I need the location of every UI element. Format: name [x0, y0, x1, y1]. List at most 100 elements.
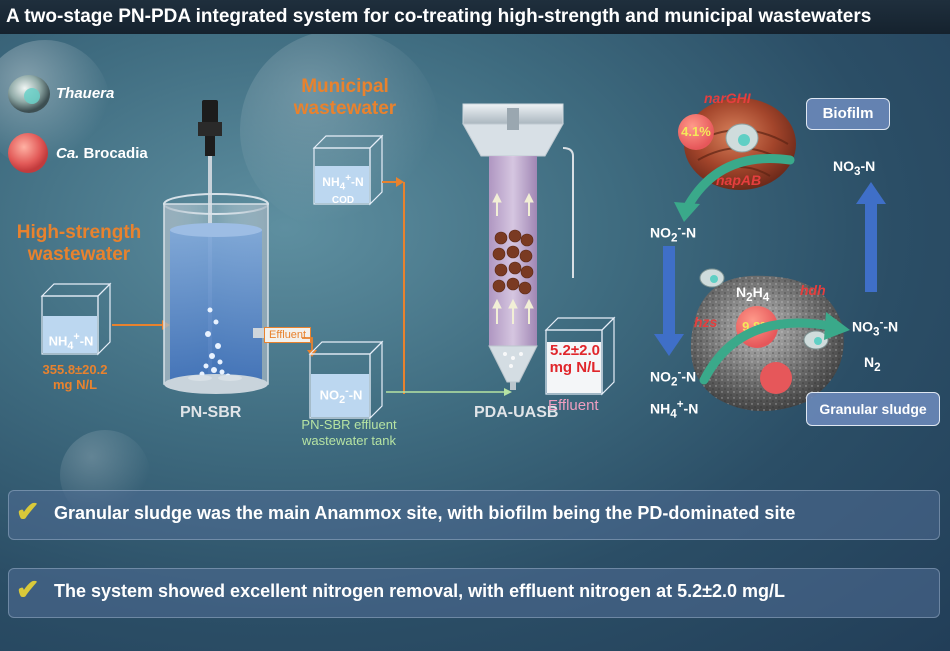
- brocadia-icon: [8, 133, 48, 173]
- n2-text: N: [864, 354, 875, 370]
- effluent-pipe: [253, 328, 267, 338]
- pda-uasb-label: PDA-UASB: [474, 404, 559, 421]
- tank-cube-label: NO2--N: [311, 385, 371, 406]
- conclusion-panel-1: [8, 490, 940, 540]
- uasb-effluent-label: Effluent: [548, 397, 599, 414]
- high-strength-line2: wastewater: [27, 244, 131, 265]
- high-strength-value-line2: mg N/L: [52, 377, 98, 392]
- nh4-sup: +: [73, 331, 80, 343]
- n2-label: N2: [864, 354, 881, 374]
- no2-bottom-sup: -: [677, 366, 682, 379]
- gene-narghi: narGHI: [704, 90, 751, 106]
- no3-right-sub: 3: [873, 325, 880, 339]
- no2-left-tail: -N: [681, 224, 697, 241]
- municipal-line1: Municipal: [301, 76, 389, 97]
- legend-brocadia-prefix: Ca.: [56, 145, 80, 162]
- gene-napab: napAB: [716, 172, 762, 188]
- n2h4-n: N: [736, 284, 747, 300]
- no3-right-text: NO: [852, 318, 873, 335]
- legend-thauera-label: Thauera: [56, 85, 115, 102]
- pn-sbr-reactor: [163, 100, 269, 394]
- municipal-nh4-text: NH: [322, 175, 340, 189]
- nh4-bottom-text: NH: [650, 400, 671, 417]
- municipal-nh4-sub: 4: [339, 181, 346, 193]
- n2h4-label: N2H4: [736, 284, 769, 304]
- municipal-cube-label: NH4+-N COD: [315, 172, 371, 208]
- tank-label-line2: wastewater tank: [302, 433, 396, 448]
- no3-top-text: NO: [833, 158, 854, 174]
- municipal-flow-line: [382, 177, 405, 394]
- tank-no2-sup: -: [345, 385, 349, 397]
- arrow-tank-to-uasb: [386, 388, 512, 396]
- uasb-effluent-cube: [544, 316, 616, 396]
- curved-arrow-granular: [699, 312, 850, 385]
- no3-top-label: NO3-N: [833, 158, 875, 178]
- no3-right-tail: -N: [883, 318, 899, 335]
- gene-hzs: hzs: [694, 314, 718, 330]
- check-icon: ✔: [16, 574, 40, 605]
- down-arrow-left: [654, 246, 684, 356]
- no2-bottom-text: NO: [650, 368, 671, 385]
- effluent-value-line2: mg N/L: [549, 359, 601, 376]
- high-strength-cube: [40, 282, 112, 356]
- no3-right-sup: -: [879, 316, 884, 329]
- granular-sludge-box-label: Granular sludge: [806, 392, 940, 426]
- no2-left-sub: 2: [671, 231, 678, 245]
- page-title: A two-stage PN-PDA integrated system for…: [6, 6, 872, 27]
- curved-arrow-biofilm: [674, 154, 795, 222]
- up-arrow-right: [856, 182, 886, 292]
- biofilm-percentage: 4.1%: [678, 114, 714, 150]
- no2-bottom-tail: -N: [681, 368, 697, 385]
- title-bar: [0, 0, 950, 34]
- municipal-line2: wastewater: [293, 98, 397, 119]
- n2h4-h: H: [752, 284, 763, 300]
- high-strength-wastewater-label: High-strength wastewater: [4, 222, 154, 266]
- no2-bottom-label: NO2--N: [650, 366, 696, 388]
- municipal-wastewater-label: Municipal wastewater: [290, 76, 400, 120]
- pn-sbr-label: PN-SBR: [180, 404, 242, 421]
- tank-label-line1: PN-SBR effluent: [301, 417, 397, 432]
- n2h4-sub2: 4: [762, 290, 770, 304]
- effluent-tag: Effluent: [264, 327, 312, 343]
- tank-no2-sub: 2: [339, 393, 346, 406]
- no2-left-label: NO2--N: [650, 222, 696, 244]
- municipal-nh4-tail: -N: [351, 175, 364, 189]
- no2-left-sup: -: [677, 222, 682, 235]
- no3-top-tail: -N: [860, 158, 876, 174]
- tank-label: PN-SBR effluent wastewater tank: [284, 417, 414, 449]
- nh4-bottom-label: NH4+-N: [650, 398, 698, 420]
- uasb-effluent-value: 5.2±2.0 mg N/L: [545, 342, 605, 376]
- no2-bottom-sub: 2: [671, 375, 678, 389]
- conclusion-panel-2: [8, 568, 940, 618]
- n2h4-sub1: 2: [746, 290, 753, 304]
- effluent-value-line1: 5.2±2.0: [550, 342, 600, 359]
- pn-sbr-effluent-tank: [308, 340, 384, 420]
- biofilm-box-label: Biofilm: [806, 98, 890, 130]
- tank-no2-text: NO: [319, 387, 340, 403]
- thauera-icon: [8, 75, 50, 113]
- legend-brocadia-suffix: Brocadia: [79, 145, 148, 162]
- nh4-sub: 4: [67, 339, 74, 352]
- high-strength-concentration: 355.8±20.2 mg N/L: [30, 362, 120, 392]
- biofilm-illustration: [684, 98, 796, 190]
- nh4-bottom-sub: 4: [670, 407, 677, 421]
- n2-sub: 2: [874, 360, 881, 374]
- no3-top-sub: 3: [854, 164, 861, 178]
- conclusion-text-1: Granular sludge was the main Anammox sit…: [54, 503, 796, 523]
- nh4-tail: -N: [79, 333, 94, 349]
- nh4-bottom-tail: -N: [683, 400, 699, 417]
- high-strength-line1: High-strength: [16, 222, 142, 243]
- tank-no2-tail: -N: [348, 387, 363, 403]
- pda-uasb-reactor: [462, 103, 574, 390]
- municipal-cod-text: COD: [331, 195, 355, 207]
- no3-right-label: NO3--N: [852, 316, 898, 338]
- legend-brocadia-label: Ca. Brocadia: [56, 145, 148, 162]
- nh4-text: NH: [48, 333, 68, 349]
- municipal-cube: [312, 134, 384, 206]
- nh4-bottom-sup: +: [676, 398, 684, 411]
- municipal-nh4-sup: +: [345, 173, 352, 184]
- check-icon: ✔: [16, 496, 40, 527]
- high-strength-value-line1: 355.8±20.2: [42, 362, 108, 377]
- conclusion-text-2: The system showed excellent nitrogen rem…: [54, 581, 786, 601]
